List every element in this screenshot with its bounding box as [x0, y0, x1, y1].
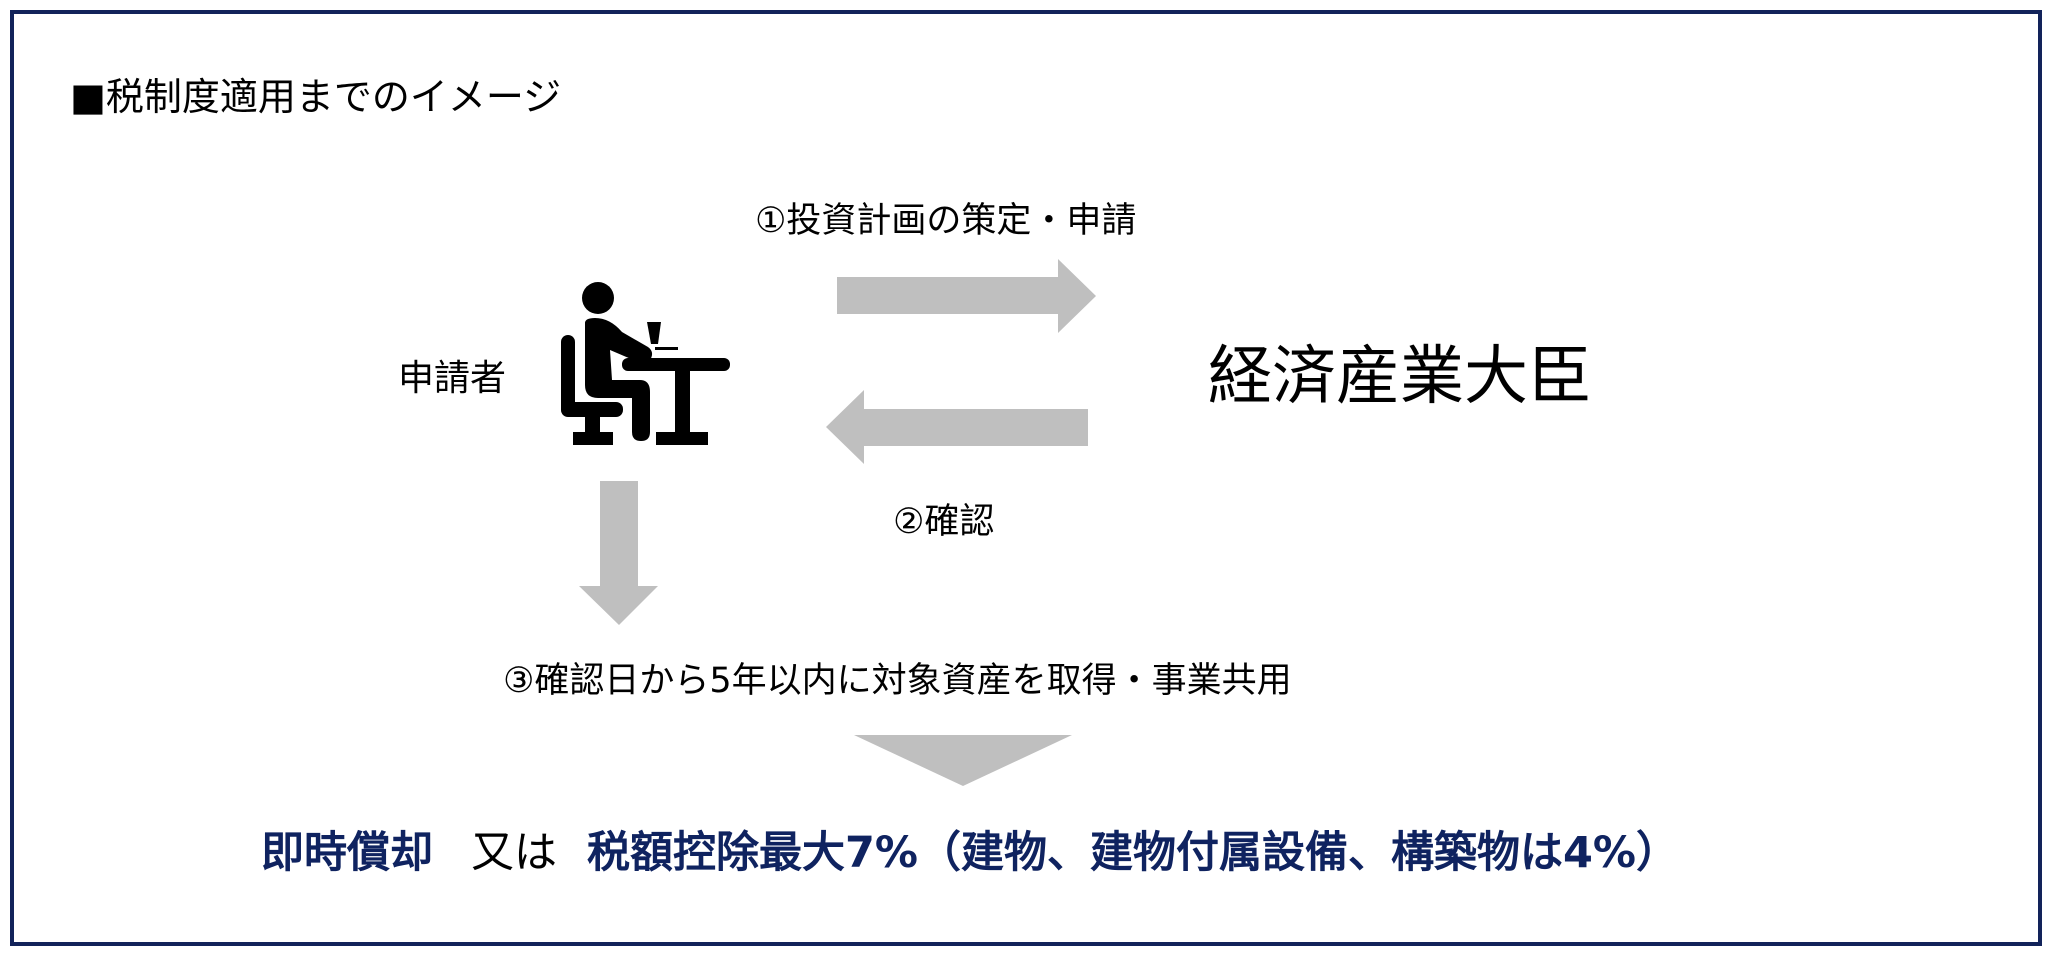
result-connector: 又は — [471, 828, 557, 878]
right-arrow — [837, 259, 1096, 333]
diagram-title: ■税制度適用までのイメージ — [70, 75, 562, 119]
diagram-frame — [10, 10, 2042, 946]
result-option1: 即時償却 — [261, 828, 433, 878]
step2-label: ②確認 — [893, 502, 995, 542]
down-arrow — [579, 481, 658, 625]
left-arrow — [826, 390, 1088, 464]
big-down-triangle — [854, 735, 1072, 786]
result-option2: 税額控除最大7%（建物、建物付属設備、構築物は4%） — [587, 828, 1680, 878]
step3-label: ③確認日から5年以内に対象資産を取得・事業共用 — [503, 661, 1292, 701]
minister-label: 経済産業大臣 — [1208, 340, 1592, 414]
person-at-desk-icon — [561, 282, 730, 445]
applicant-label: 申請者 — [398, 358, 507, 399]
result-line: 即時償却又は税額控除最大7%（建物、建物付属設備、構築物は4%） — [261, 832, 1679, 875]
step1-label: ①投資計画の策定・申請 — [755, 201, 1137, 241]
